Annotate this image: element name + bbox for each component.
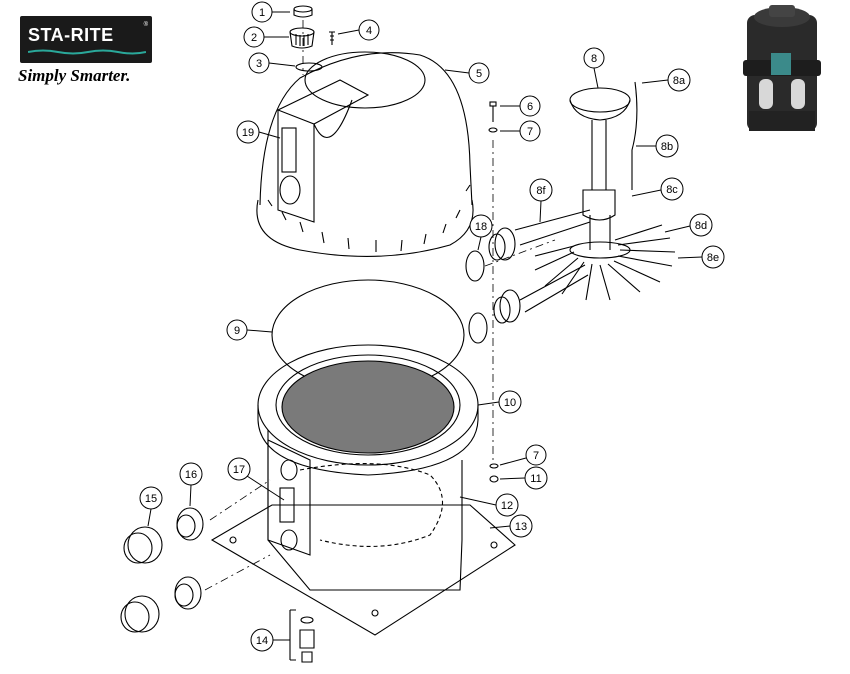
- svg-text:11: 11: [530, 473, 541, 485]
- part-15-union-top: [123, 526, 163, 564]
- svg-text:17: 17: [233, 464, 245, 476]
- svg-text:16: 16: [185, 469, 197, 481]
- pipe-coupling-top: [488, 227, 516, 261]
- part-17-port-block: [267, 439, 311, 556]
- svg-text:3: 3: [256, 58, 262, 70]
- svg-text:12: 12: [501, 500, 513, 512]
- callout-5: 5: [444, 62, 490, 84]
- part-18-oring-bottom: [468, 312, 488, 344]
- part-11-nut: [489, 475, 499, 483]
- filter-grid: [281, 360, 455, 454]
- part-18-oring-top: [465, 250, 485, 282]
- callout-17: 17: [227, 457, 285, 501]
- callout-8a: 8a: [641, 68, 691, 92]
- svg-text:9: 9: [234, 325, 240, 337]
- svg-text:5: 5: [476, 68, 482, 80]
- logo-text: STA-RITE: [28, 25, 114, 45]
- part-6-bolt: [489, 101, 497, 122]
- svg-text:8: 8: [591, 53, 597, 65]
- svg-text:14: 14: [256, 635, 268, 647]
- svg-text:8b: 8b: [661, 141, 673, 153]
- callout-8d: 8d: [664, 213, 713, 237]
- callout-8f: 8f: [529, 178, 553, 223]
- callout-11: 11: [499, 466, 548, 490]
- callout-4: 4: [337, 19, 380, 41]
- callout-12: 12: [459, 493, 519, 517]
- svg-text:8f: 8f: [536, 185, 546, 197]
- part-16-nut-top: [176, 507, 204, 541]
- part-14-drain: [289, 609, 315, 663]
- brand-tagline: Simply Smarter.: [18, 66, 131, 85]
- part-13-base: [210, 504, 516, 636]
- svg-text:18: 18: [475, 221, 487, 233]
- callout-3: 3: [248, 52, 296, 74]
- callout-1: 1: [251, 1, 290, 23]
- callout-7b: 7: [499, 444, 547, 466]
- callout-14: 14: [250, 628, 290, 652]
- part-4-screw: [329, 31, 335, 45]
- callout-15: 15: [139, 486, 163, 527]
- svg-text:1: 1: [259, 7, 265, 19]
- callout-13: 13: [489, 514, 533, 538]
- callout-19: 19: [236, 120, 281, 144]
- svg-text:8e: 8e: [707, 252, 719, 264]
- callout-18: 18: [469, 214, 493, 251]
- callout-10: 10: [477, 390, 522, 414]
- filter-tank-photo: [743, 5, 821, 131]
- part-1-cap: [293, 5, 313, 18]
- callout-6: 6: [500, 95, 541, 117]
- callout-16: 16: [179, 462, 203, 507]
- callout-8c: 8c: [631, 177, 684, 201]
- callouts: 1 2 3 4 5 6 7 7 8 8a 8b 8c 8d 8e 8f 9 10…: [139, 1, 725, 652]
- part-8-manifold: [514, 81, 676, 313]
- svg-text:8a: 8a: [673, 75, 686, 87]
- svg-text:4: 4: [366, 25, 372, 37]
- part-2-valve: [289, 27, 315, 49]
- part-7-washer-bottom: [489, 463, 499, 469]
- brand-logo[interactable]: STA-RITE ®: [20, 16, 152, 63]
- callout-7a: 7: [500, 120, 541, 142]
- part-7-washer-top: [488, 127, 498, 133]
- svg-text:10: 10: [504, 397, 516, 409]
- callout-8: 8: [583, 47, 605, 89]
- callout-2: 2: [243, 26, 289, 48]
- svg-text:13: 13: [515, 521, 527, 533]
- part-15-union-bottom: [120, 595, 160, 633]
- callout-9: 9: [226, 319, 273, 341]
- logo-wave-icon: [28, 49, 146, 55]
- svg-text:7: 7: [533, 450, 539, 462]
- svg-text:6: 6: [527, 101, 533, 113]
- callout-8e: 8e: [677, 245, 725, 269]
- part-5-dome: [256, 51, 474, 257]
- registered-mark: ®: [143, 22, 148, 28]
- part-16-nut-bottom: [174, 576, 202, 610]
- callout-8b: 8b: [636, 134, 679, 158]
- svg-text:8c: 8c: [666, 184, 678, 196]
- svg-text:7: 7: [527, 126, 533, 138]
- pipe-coupling-bottom: [493, 289, 521, 324]
- svg-text:15: 15: [145, 493, 157, 505]
- svg-text:19: 19: [242, 127, 254, 139]
- svg-text:8d: 8d: [695, 220, 707, 232]
- svg-text:2: 2: [251, 32, 257, 44]
